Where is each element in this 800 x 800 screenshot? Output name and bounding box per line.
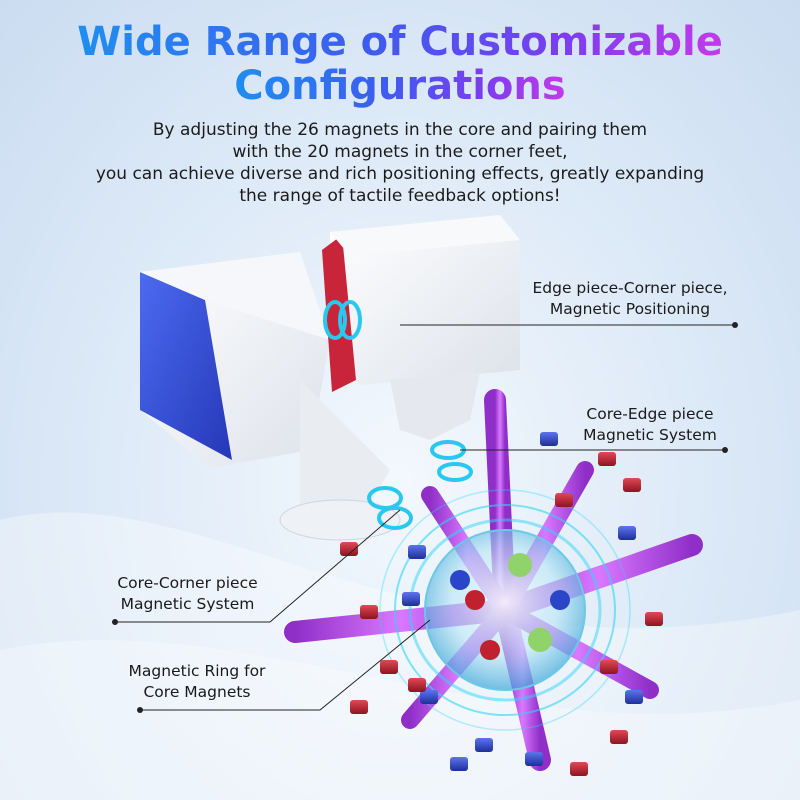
callout-lines (115, 324, 735, 711)
callout-core-edge: Core-Edge piece Magnetic System (570, 404, 730, 446)
callout-magnetic-ring: Magnetic Ring for Core Magnets (112, 661, 282, 703)
background-swoosh (0, 512, 800, 800)
callout-text: Core Magnets (143, 683, 251, 701)
callout-dots (112, 322, 738, 713)
core-magnets (450, 553, 570, 660)
edge-piece (322, 215, 520, 440)
energy-ring (379, 489, 631, 731)
description-line: you can achieve diverse and rich positio… (95, 164, 705, 184)
callout-text: Magnetic Positioning (549, 300, 711, 318)
background-swoosh (0, 640, 800, 800)
callout-core-corner: Core-Corner piece Magnetic System (100, 573, 275, 615)
callout-text: Core-Corner piece (117, 574, 258, 592)
callout-text: Magnetic System (583, 426, 717, 444)
headline-line-1: Wide Range of Customizable (77, 19, 723, 65)
core-sphere (424, 529, 586, 691)
description-line: with the 20 magnets in the corner feet, (232, 142, 568, 162)
callout-text: Magnetic System (120, 595, 255, 613)
headline-line-2: Configurations (234, 63, 566, 109)
callout-text: Magnetic Ring for (128, 662, 266, 680)
corner-piece (140, 252, 401, 541)
description-line: By adjusting the 26 magnets in the core … (152, 120, 648, 140)
scattered-magnets (340, 432, 663, 776)
callout-edge-corner: Edge piece-Corner piece, Magnetic Positi… (515, 278, 745, 320)
callout-text: Core-Edge piece (586, 405, 714, 423)
description-line: the range of tactile feedback options! (239, 186, 561, 206)
callout-text: Edge piece-Corner piece, (532, 279, 728, 297)
